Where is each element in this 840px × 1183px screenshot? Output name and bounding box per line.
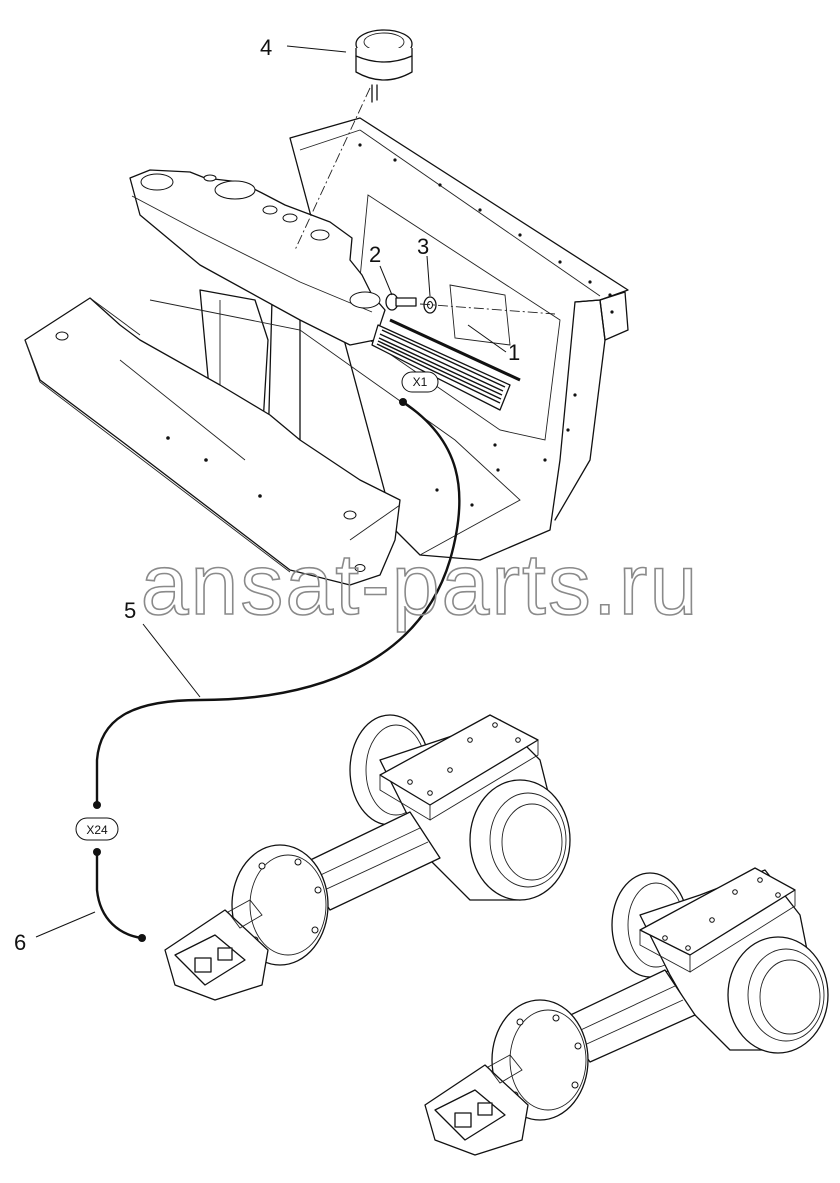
- washer-part-3: [423, 296, 437, 314]
- callout-4: 4: [260, 35, 272, 60]
- watermark-text: ansat-parts.ru: [141, 537, 700, 633]
- connector-label-x24: X24: [86, 823, 108, 837]
- callout-3: 3: [417, 234, 429, 259]
- cable-harness-5: [95, 400, 461, 807]
- callout-6: 6: [14, 930, 26, 955]
- callout-5: 5: [124, 598, 136, 623]
- gauge-instrument: [355, 29, 413, 103]
- connector-tag-x1: X1: [401, 371, 439, 393]
- callout-2: 2: [369, 242, 381, 267]
- leader-lines: [35, 45, 507, 938]
- axle-assembly-lower: [424, 867, 829, 1156]
- axle-assembly-upper: [164, 714, 571, 1001]
- dashboard-frame: [24, 117, 629, 586]
- connector-label-x1: X1: [413, 375, 428, 389]
- connector-tag-x24: X24: [75, 817, 119, 841]
- callout-1: 1: [508, 340, 520, 365]
- cable-harness-6: [95, 850, 144, 940]
- fastener-assembly-line: [419, 303, 556, 315]
- screw-part-2: [385, 293, 417, 311]
- gauge-assembly-line: [294, 87, 371, 251]
